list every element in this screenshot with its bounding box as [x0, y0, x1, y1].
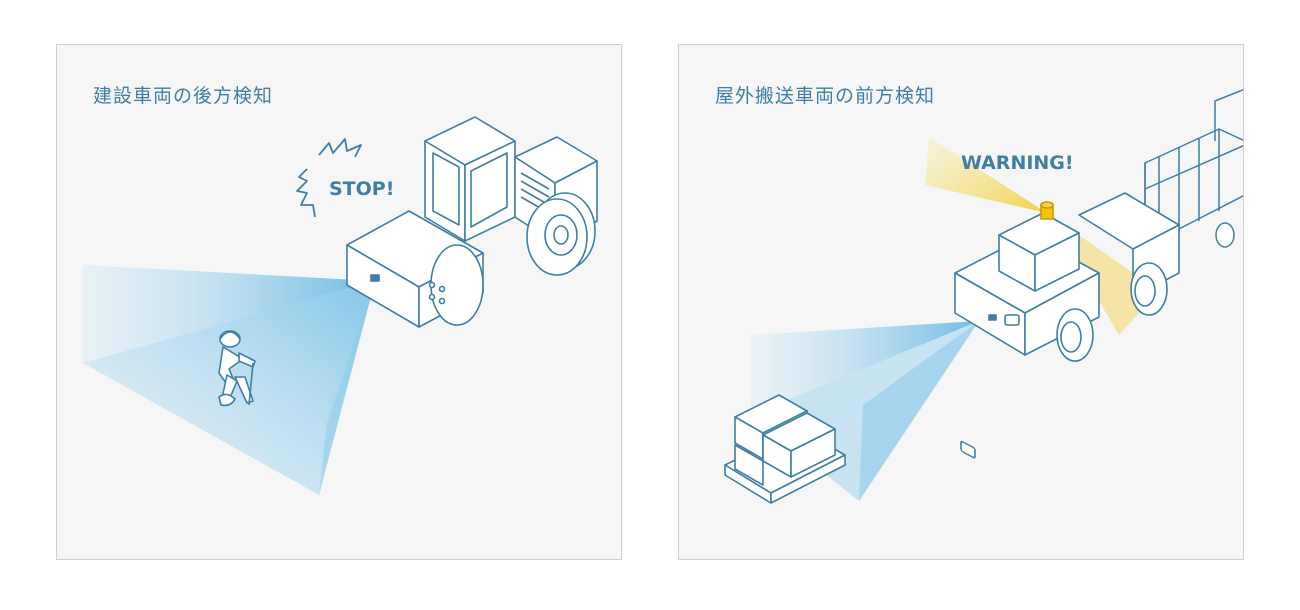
panel-title: 屋外搬送車両の前方検知: [715, 85, 936, 107]
towing-tractor-icon: [954, 192, 1180, 459]
front-detection-illustration: WARNING!: [724, 88, 1243, 504]
front-detection-panel: 屋外搬送車両の前方検知: [678, 44, 1244, 560]
warning-alert-text: WARNING!: [961, 152, 1074, 174]
rear-detection-panel: 建設車両の後方検知: [56, 44, 622, 560]
stop-alert-text: STOP!: [329, 178, 394, 200]
cargo-pallet-icon: [724, 394, 846, 504]
stop-alert-burst: STOP!: [296, 138, 394, 218]
road-roller-icon: [346, 116, 598, 328]
construction-worker-icon: [218, 330, 256, 407]
rear-detection-illustration: STOP!: [83, 116, 598, 495]
panel-title: 建設車両の後方検知: [93, 85, 274, 107]
